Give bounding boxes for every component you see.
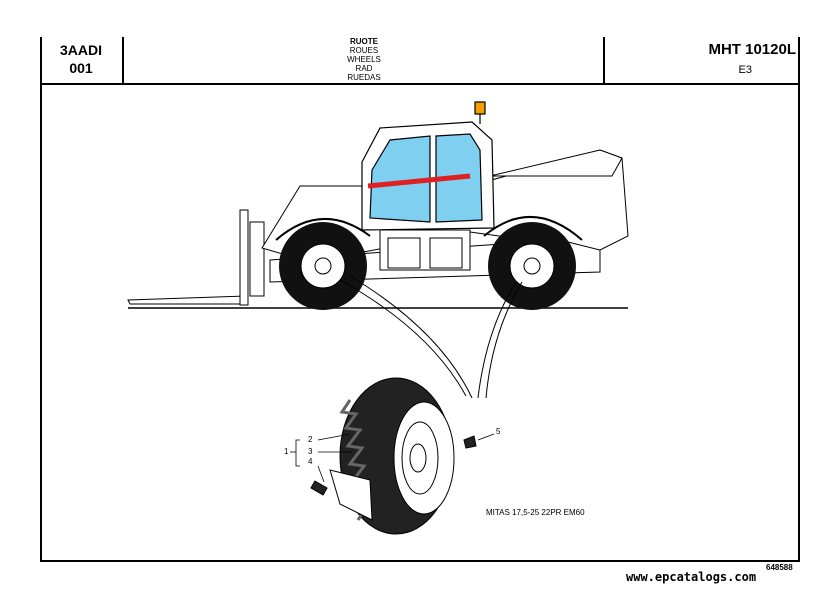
leader-front — [339, 279, 467, 397]
beacon-light — [474, 101, 486, 115]
title-es: RUEDAS — [347, 73, 381, 82]
title-fr: ROUES — [349, 46, 379, 55]
callout-2: 2 — [308, 435, 313, 444]
tyre-detail — [310, 377, 477, 535]
rear-wheel — [488, 222, 576, 310]
tyre-spec: MITAS 17,5-25 22PR EM60 — [486, 508, 585, 517]
boom-cylinder — [367, 173, 471, 189]
tyre-cutaway — [329, 469, 373, 521]
callout-4: 4 — [308, 457, 313, 466]
callout-3: 3 — [308, 447, 313, 456]
wheel-nut — [463, 435, 477, 449]
drawing-frame — [40, 85, 800, 562]
page-code: 001 — [69, 60, 93, 76]
callout-lines — [290, 433, 495, 483]
cab — [361, 101, 495, 231]
front-wheel — [279, 222, 367, 310]
model-cell: MHT 10120L E3 — [603, 37, 800, 85]
watermark-link[interactable]: www.epcatalogs.com — [626, 570, 757, 584]
leader-rear — [477, 281, 517, 399]
title-cell: RUOTE ROUES WHEELS RAD RUEDAS — [124, 37, 604, 83]
valve-stem — [310, 480, 328, 496]
section-code-cell: 3AADI 001 — [40, 37, 124, 85]
plate-number: 648588 — [766, 563, 793, 572]
model-sub: E3 — [738, 64, 752, 76]
forks — [127, 209, 265, 306]
title-de: RAD — [355, 64, 373, 73]
rear-fender — [483, 215, 583, 241]
model-name: MHT 10120L — [708, 41, 796, 58]
front-fender — [275, 217, 371, 241]
cab-glass-front — [369, 135, 431, 223]
callout-5: 5 — [496, 427, 501, 436]
header-frame — [40, 37, 800, 85]
callout-1: 1 — [284, 447, 289, 456]
title-it: RUOTE — [350, 37, 378, 46]
section-code: 3AADI — [59, 42, 102, 58]
title-en: WHEELS — [347, 55, 381, 64]
